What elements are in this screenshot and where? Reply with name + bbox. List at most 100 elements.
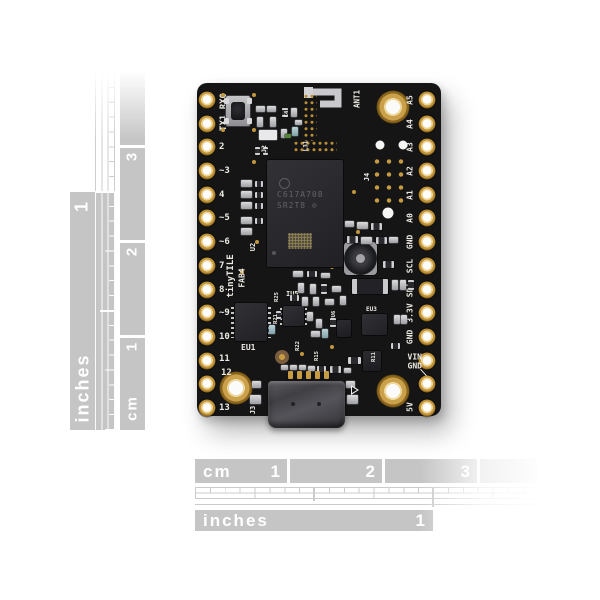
left-ruler-cm-mark-3: 3: [123, 150, 141, 162]
pin-hole: [198, 328, 216, 346]
silk-label-u6: U6: [331, 310, 337, 318]
pin-label: GND: [407, 361, 422, 371]
bottom-ruler-ticks-medium: [195, 487, 537, 498]
eu1-chip: [235, 303, 267, 341]
transistor: [337, 320, 351, 337]
silk-label-iu5: IU5: [286, 290, 299, 298]
silk-label-ant1: ANT1: [352, 89, 362, 109]
bottom-ruler-inches-label: inches: [203, 511, 269, 530]
bottom-ruler-cm-label: cm: [203, 462, 232, 481]
silk-label-c4: C4: [284, 110, 290, 118]
pin-hole: [198, 375, 216, 393]
pin-label: 12: [221, 368, 232, 378]
usb-dimple: [317, 402, 321, 406]
pin-hole: [198, 138, 216, 156]
left-ruler-inch-mark: 1: [71, 199, 92, 213]
pin-hole: [418, 138, 436, 156]
via-row: [293, 140, 337, 153]
silk-label-r11: R11: [371, 352, 377, 362]
transistor: [363, 351, 381, 371]
bottom-ruler-fade: [420, 452, 555, 538]
pin-hole: [198, 91, 216, 109]
inductor-core: [356, 254, 365, 263]
bottom-ruler-cm-seg-0: [195, 459, 287, 483]
pin-hole: [198, 304, 216, 322]
pin-label: 8: [219, 285, 225, 295]
usb-dimple: [291, 402, 295, 406]
silk-label-u2: U2: [249, 242, 257, 252]
via-white: [382, 207, 394, 219]
silk-label-eu3: EU3: [366, 306, 377, 313]
pin-label: 5V: [405, 402, 415, 412]
pin-hole: [418, 115, 436, 133]
pin-label: 4: [219, 190, 225, 200]
pin-label: 7: [219, 261, 225, 271]
mounting-hole-bottom-right: [376, 374, 410, 408]
silk-label-j4: J4: [363, 172, 371, 182]
silk-label-r21: R21: [273, 314, 279, 324]
pin-hole: [418, 352, 436, 370]
pin-hole: [198, 115, 216, 133]
silk-label-r25: R25: [274, 292, 280, 302]
pin-label: GND: [405, 329, 415, 345]
silk-label-eu1: EU1: [241, 343, 256, 352]
iu5-chip: [283, 306, 304, 326]
left-ruler-cm-seg-2: [120, 148, 145, 240]
left-ruler-cm-mark-2: 2: [123, 245, 141, 257]
pin-label: 10: [219, 332, 230, 342]
silk-label-r22: R22: [295, 341, 301, 351]
left-ruler-half-inch-tick: [100, 310, 115, 312]
eu3-chip: [362, 314, 387, 335]
main-chip-line1: C617A708: [277, 190, 324, 199]
mounting-hole-top-right: [376, 90, 410, 124]
pin-label: ~6: [219, 237, 230, 247]
pin-label: GND: [405, 234, 415, 250]
micro-usb-connector: [268, 381, 345, 428]
power-capacitor: [352, 279, 388, 294]
fab-label: FAB4: [237, 268, 247, 288]
pin-hole: [198, 186, 216, 204]
silk-label-r15: R15: [314, 351, 320, 361]
pin-hole: [418, 304, 436, 322]
pin-hole: [198, 209, 216, 227]
left-ruler-cm-label: cm: [123, 395, 141, 421]
pin-hole: [418, 399, 436, 417]
left-ruler-cm-seg-0: [120, 338, 145, 430]
pin-label: ~5: [219, 213, 230, 223]
chip-logo-icon: [279, 178, 290, 189]
pin-label: VIN: [407, 352, 422, 362]
left-ruler-fade: [60, 56, 155, 140]
pin-label: A0: [405, 213, 415, 223]
chip-pin1-dot: [272, 251, 276, 255]
antenna-trace: [304, 87, 342, 108]
pin-label: 13: [219, 403, 230, 413]
pin-hole: [418, 162, 436, 180]
product-name: tinyTILE: [226, 254, 236, 298]
pin-hole: [418, 328, 436, 346]
pin-hole: [418, 186, 436, 204]
main-chip: [267, 160, 343, 267]
mounting-hole-bottom-left: [219, 371, 253, 405]
reset-button-cap: [231, 102, 245, 120]
pin-hole: [418, 257, 436, 275]
pin-hole: [198, 233, 216, 251]
pin-hole: [198, 162, 216, 180]
silk-label-j2: J2: [260, 145, 268, 153]
pin-hole: [418, 375, 436, 393]
pin-hole: [198, 399, 216, 417]
pin-hole: [418, 209, 436, 227]
silk-label-l31: L31: [302, 140, 310, 152]
pin-hole: [418, 233, 436, 251]
pin-hole: [418, 281, 436, 299]
left-ruler-inches-label: inches: [72, 353, 93, 423]
pin-hole: [198, 281, 216, 299]
pin-label: ~3: [219, 166, 230, 176]
silk-triangle-icon-inner: [352, 387, 357, 393]
pin-label: A4: [405, 119, 415, 129]
bottom-ruler-inches-bar: [195, 510, 433, 531]
j4-pad-grid: [371, 155, 408, 211]
pin-label: ~9: [219, 308, 230, 318]
pin-hole: [198, 352, 216, 370]
pin-hole: [418, 91, 436, 109]
